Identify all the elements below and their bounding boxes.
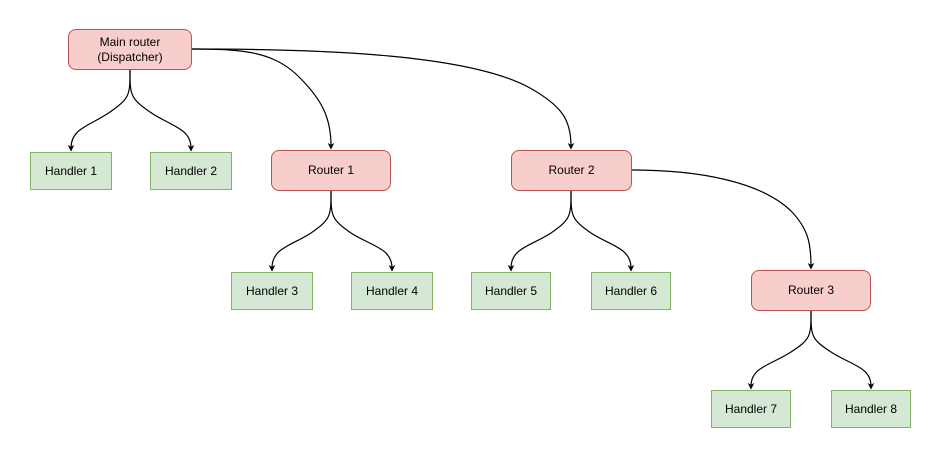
edge-router-1-to-handler-4 <box>330 190 396 272</box>
node-router-3[interactable]: Router 3 <box>751 270 871 311</box>
node-main-router[interactable]: Main router (Dispatcher) <box>68 29 192 70</box>
edge-main-to-router-1 <box>191 48 335 150</box>
node-label-handler-1: Handler 1 <box>44 163 98 178</box>
node-label-router-3: Router 3 <box>787 283 835 297</box>
node-handler-5[interactable]: Handler 5 <box>471 272 551 310</box>
edge-group <box>67 48 875 390</box>
edge-main-to-handler-1 <box>67 69 131 152</box>
node-label-router-2: Router 2 <box>548 163 595 177</box>
node-handler-4[interactable]: Handler 4 <box>351 272 433 310</box>
edge-main-to-handler-2 <box>129 69 195 152</box>
node-label-handler-6: Handler 6 <box>604 283 658 298</box>
edge-router-2-to-handler-6 <box>570 190 635 272</box>
edge-router-3-to-handler-7 <box>747 310 812 390</box>
node-handler-3[interactable]: Handler 3 <box>231 272 313 310</box>
node-router-2[interactable]: Router 2 <box>511 150 632 191</box>
node-label-main-router: Main router (Dispatcher) <box>97 34 163 64</box>
node-label-handler-7: Handler 7 <box>724 401 778 416</box>
node-label-handler-2: Handler 2 <box>164 163 218 178</box>
edge-router-3-to-handler-8 <box>810 310 875 390</box>
edge-router-2-to-router-3 <box>631 169 815 270</box>
node-handler-7[interactable]: Handler 7 <box>711 390 791 428</box>
node-handler-8[interactable]: Handler 8 <box>831 390 911 428</box>
node-label-handler-4: Handler 4 <box>365 283 419 298</box>
edge-main-to-router-2 <box>191 48 575 150</box>
node-handler-1[interactable]: Handler 1 <box>30 152 112 190</box>
node-label-router-1: Router 1 <box>307 163 355 177</box>
node-label-handler-5: Handler 5 <box>484 283 538 298</box>
node-handler-6[interactable]: Handler 6 <box>591 272 671 310</box>
node-router-1[interactable]: Router 1 <box>271 150 391 191</box>
node-label-handler-8: Handler 8 <box>844 401 898 416</box>
edge-router-2-to-handler-5 <box>507 190 572 272</box>
node-handler-2[interactable]: Handler 2 <box>150 152 232 190</box>
node-label-handler-3: Handler 3 <box>245 283 299 298</box>
edge-router-1-to-handler-3 <box>268 190 332 272</box>
